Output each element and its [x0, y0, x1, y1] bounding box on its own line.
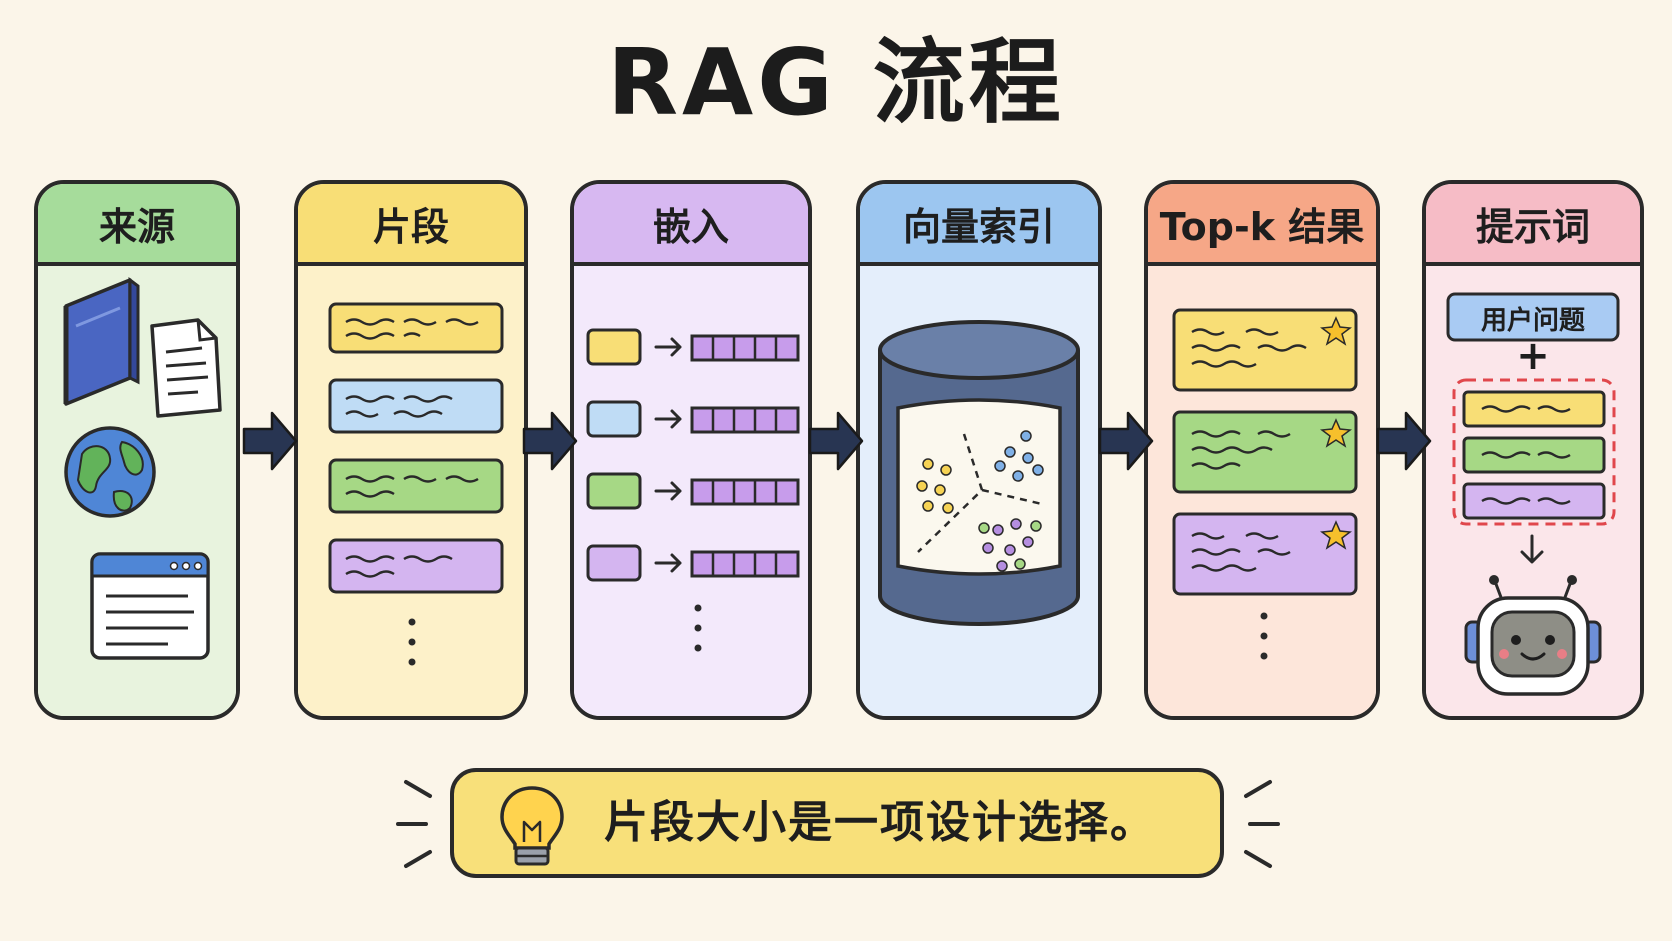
panel-index: 向量索引: [856, 180, 1102, 720]
retrieved-context-frame: [1452, 378, 1616, 526]
star-icon: [1320, 520, 1352, 550]
sparkle-lines-left: [396, 780, 432, 868]
ellipsis-dots: [1260, 612, 1268, 660]
embedding-row: [586, 400, 800, 438]
panel-header-chunks: 片段: [298, 184, 524, 266]
panel-label: Top-k 结果: [1159, 204, 1365, 249]
flow-arrow: [1096, 410, 1156, 472]
panel-body-chunks: [298, 266, 524, 716]
panel-label: 片段: [372, 204, 449, 249]
panel-body-topk: [1148, 266, 1376, 716]
plus-sign: +: [1516, 333, 1550, 379]
panel-embed: 嵌入: [570, 180, 812, 720]
embedding-row: [586, 544, 800, 582]
result-card: [1172, 410, 1358, 494]
panel-body-source: [38, 266, 236, 716]
chunk-card: [328, 302, 504, 354]
book-icon: [63, 277, 140, 406]
panel-label: 向量索引: [902, 204, 1055, 249]
flow-arrow: [520, 410, 580, 472]
chunk-card: [328, 458, 504, 514]
globe-icon: [64, 426, 156, 518]
sparkle-lines-right: [1244, 780, 1280, 868]
ellipsis-dots: [694, 604, 702, 652]
panel-header-index: 向量索引: [860, 184, 1098, 266]
chunk-card: [328, 378, 504, 434]
star-icon: [1320, 418, 1352, 448]
panel-header-topk: Top-k 结果: [1148, 184, 1376, 266]
context-chunk: [1462, 436, 1606, 474]
chunk-card: [328, 538, 504, 594]
down-arrow-icon: [1520, 534, 1544, 564]
context-chunk: [1462, 390, 1606, 428]
tip-callout: 片段大小是一项设计选择。: [450, 768, 1224, 878]
panel-body-index: [860, 266, 1098, 716]
document-icon: [150, 318, 222, 418]
embedding-row: [586, 328, 800, 366]
panel-chunks: 片段: [294, 180, 528, 720]
result-card: [1172, 512, 1358, 596]
database-cylinder-icon: [878, 320, 1080, 626]
panel-header-source: 来源: [38, 184, 236, 266]
result-card: [1172, 308, 1358, 392]
flow-arrow: [240, 410, 300, 472]
ellipsis-dots: [408, 618, 416, 666]
robot-icon: [1464, 575, 1602, 696]
user-question-label: 用户问题: [1480, 306, 1585, 336]
lightbulb-icon: [500, 786, 564, 866]
panel-label: 来源: [98, 204, 175, 249]
context-chunk: [1462, 482, 1606, 520]
panel-header-prompt: 提示词: [1426, 184, 1640, 266]
panel-label: 嵌入: [652, 204, 729, 249]
user-question-box: [1446, 292, 1620, 342]
tip-text: 片段大小是一项设计选择。: [604, 797, 1156, 848]
flow-arrow: [1374, 410, 1434, 472]
browser-window-icon: [90, 552, 210, 660]
panel-header-embed: 嵌入: [574, 184, 808, 266]
panel-label: 提示词: [1475, 204, 1590, 249]
page-title: RAG 流程: [607, 29, 1065, 136]
panel-body-embed: [574, 266, 808, 716]
embedding-row: [586, 472, 800, 510]
panel-prompt: 提示词: [1422, 180, 1644, 720]
panel-body-prompt: 用户问题 +: [1426, 266, 1640, 716]
flow-arrow: [806, 410, 866, 472]
panel-topk: Top-k 结果: [1144, 180, 1380, 720]
panel-source: 来源: [34, 180, 240, 720]
star-icon: [1320, 316, 1352, 346]
